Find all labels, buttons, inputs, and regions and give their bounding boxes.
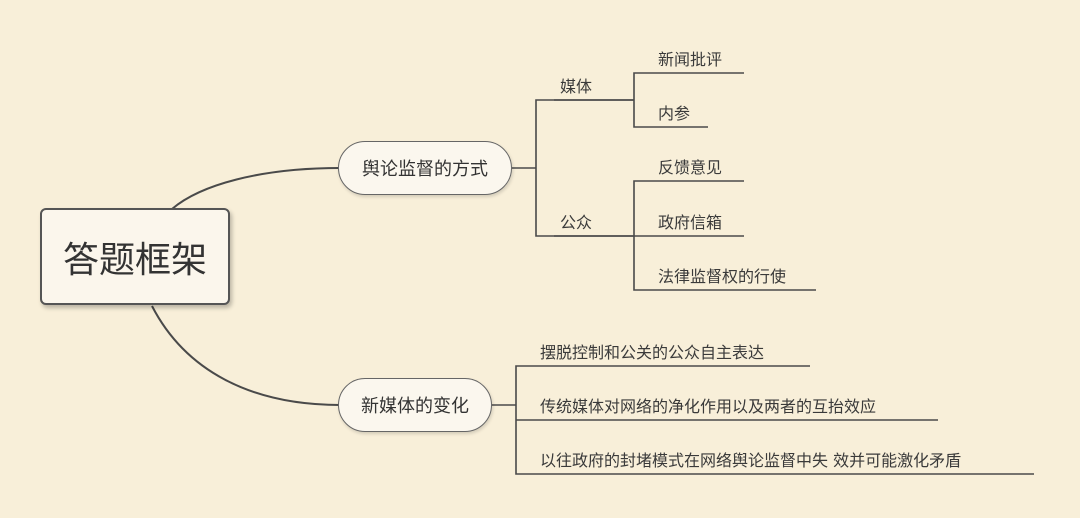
connector-to-media xyxy=(535,99,634,168)
connector-branch2-item-1 xyxy=(515,365,810,405)
branch-node-supervision-methods[interactable]: 舆论监督的方式 xyxy=(338,141,512,195)
node-legal-supervision[interactable]: 法律监督权的行使 xyxy=(658,267,787,286)
node-feedback[interactable]: 反馈意见 xyxy=(658,158,723,177)
node-news-criticism[interactable]: 新闻批评 xyxy=(658,50,723,69)
node-public-expression[interactable]: 摆脱控制和公关的公众自主表达 xyxy=(540,343,765,362)
node-traditional-media-effect[interactable]: 传统媒体对网络的净化作用以及两者的互抬效应 xyxy=(540,397,877,416)
connector-public-item-3 xyxy=(633,236,816,291)
node-government-blocking[interactable]: 以往政府的封堵模式在网络舆论监督中失 效并可能激化矛盾 xyxy=(540,451,962,470)
connector-root-branch-2 xyxy=(151,305,341,406)
connector-branch2-item-3 xyxy=(515,405,1034,475)
connector-media-item-2 xyxy=(633,100,708,128)
node-public[interactable]: 公众 xyxy=(560,213,593,232)
connector-public-item-1 xyxy=(633,180,744,236)
connector-media-item-1 xyxy=(633,72,744,100)
node-media[interactable]: 媒体 xyxy=(560,77,593,96)
connector-root-branch-1 xyxy=(171,167,341,210)
node-government-mailbox[interactable]: 政府信箱 xyxy=(658,213,723,232)
node-internal-reference[interactable]: 内参 xyxy=(658,104,691,123)
branch-node-new-media-changes[interactable]: 新媒体的变化 xyxy=(338,378,492,432)
root-node[interactable]: 答题框架 xyxy=(40,208,230,305)
